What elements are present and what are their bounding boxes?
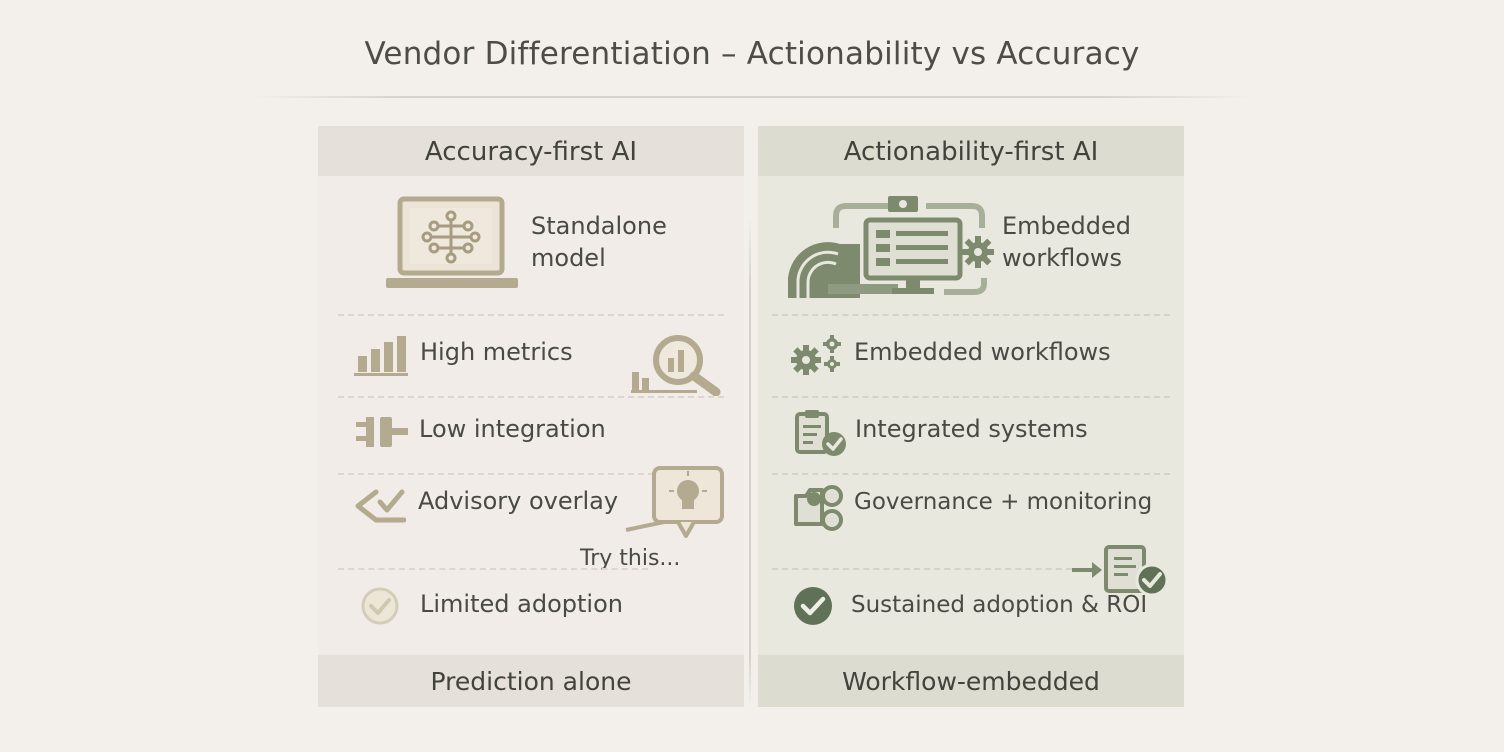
embedded-workflows-label: Embedded workflows: [854, 338, 1111, 366]
title-rule: [250, 96, 1254, 98]
advisory-overlay-label: Advisory overlay: [418, 487, 619, 515]
governance-monitoring-label: Governance + monitoring: [854, 489, 1153, 515]
lightbulb-bubble-icon: [624, 466, 728, 542]
workflow-embedded-footer: Workflow-embedded: [758, 655, 1184, 707]
magnifier-chart-icon: [630, 330, 726, 396]
row-separator: [772, 314, 1170, 316]
plug-icon: [354, 414, 410, 450]
row-separator: [338, 314, 724, 316]
embedded-workflows-hero-label: Embedded workflows: [1002, 212, 1132, 272]
prediction-alone-footer: Prediction alone: [318, 655, 744, 707]
standalone-model-label: Standalone model: [531, 212, 667, 272]
bar-chart-icon: [352, 334, 410, 378]
clipboard-check-icon: [794, 408, 850, 458]
integrated-systems-label: Integrated systems: [855, 415, 1088, 443]
sustained-adoption-label: Sustained adoption & ROI: [851, 592, 1148, 618]
low-integration-label: Low integration: [419, 415, 606, 443]
gears-icon: [788, 334, 844, 376]
check-circle-icon: [792, 585, 834, 627]
scanner-monitor-workflow-icon: [784, 194, 1004, 304]
limited-adoption-label: Limited adoption: [420, 590, 623, 618]
laptop-neural-network-icon: [384, 196, 520, 292]
row-separator: [338, 568, 648, 570]
actionability-first-header: Actionability-first AI: [758, 126, 1184, 176]
high-metrics-label: High metrics: [420, 338, 573, 366]
check-arrow-icon: [354, 486, 406, 526]
document-check-arrow-icon: [1070, 544, 1174, 598]
actionability-first-panel: Actionability-first AI: [758, 126, 1184, 707]
accuracy-first-panel: Accuracy-first AI Standalone m: [318, 126, 744, 707]
row-separator: [772, 568, 1072, 570]
row-separator: [338, 396, 724, 398]
row-separator: [338, 473, 724, 475]
row-separator: [772, 396, 1170, 398]
panel-divider: [749, 216, 751, 706]
governance-nodes-icon: [792, 484, 848, 532]
try-this-hint: Try this...: [580, 546, 681, 571]
row-separator: [772, 473, 1170, 475]
faded-check-circle-icon: [360, 586, 400, 626]
accuracy-first-header: Accuracy-first AI: [318, 126, 744, 176]
page-title: Vendor Differentiation – Actionability v…: [364, 36, 1140, 72]
